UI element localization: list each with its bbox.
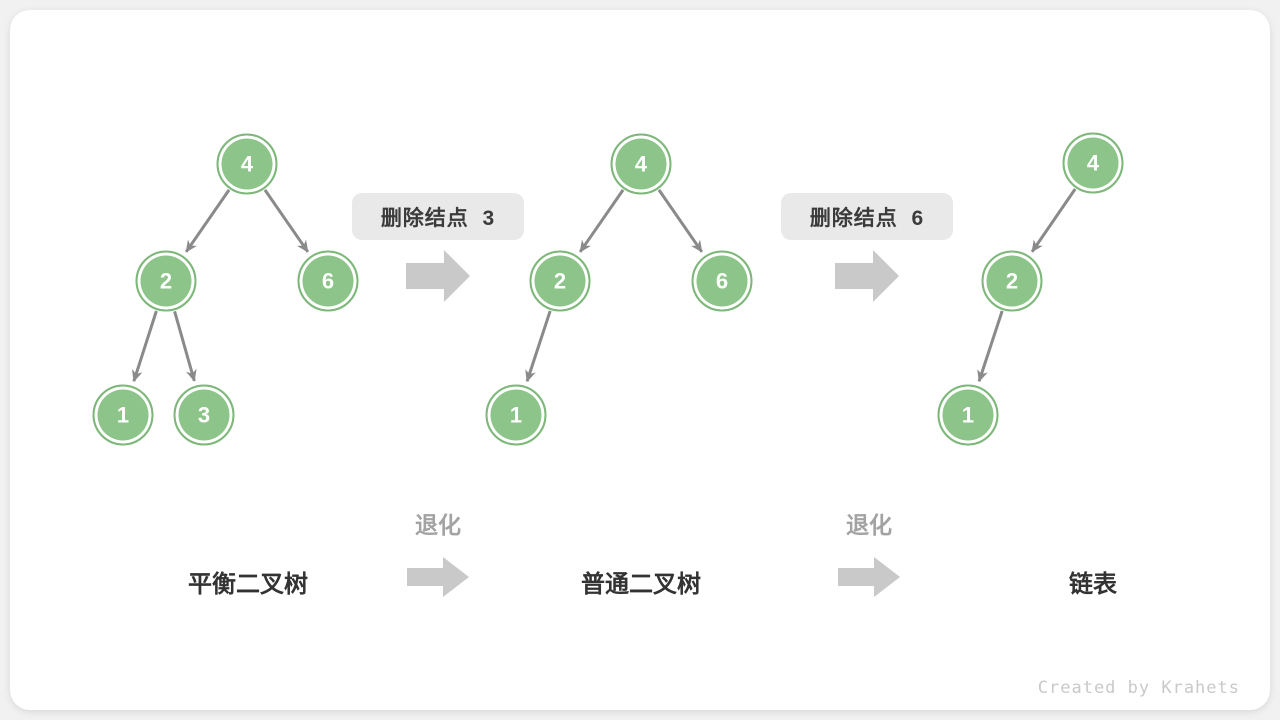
caption-linked-list: 链表 bbox=[1069, 571, 1117, 598]
caption-ordinary-binary-tree: 普通二叉树 bbox=[581, 571, 701, 598]
delete-node-3-label: 删除结点 3 bbox=[352, 193, 524, 240]
degrade-label-1: 退化 bbox=[415, 512, 461, 538]
degrade-arrow-2-icon bbox=[838, 557, 900, 597]
delete-node-6-label: 删除结点 6 bbox=[781, 193, 953, 240]
diagram-card bbox=[10, 10, 1270, 710]
caption-balanced-binary-tree: 平衡二叉树 bbox=[188, 571, 308, 598]
transition-arrow-1-icon bbox=[406, 250, 470, 302]
degrade-arrow-1-icon bbox=[407, 557, 469, 597]
transition-arrow-2-icon bbox=[835, 250, 899, 302]
degrade-label-2: 退化 bbox=[846, 512, 892, 538]
watermark-credit: Created by Krahets bbox=[1037, 678, 1240, 698]
